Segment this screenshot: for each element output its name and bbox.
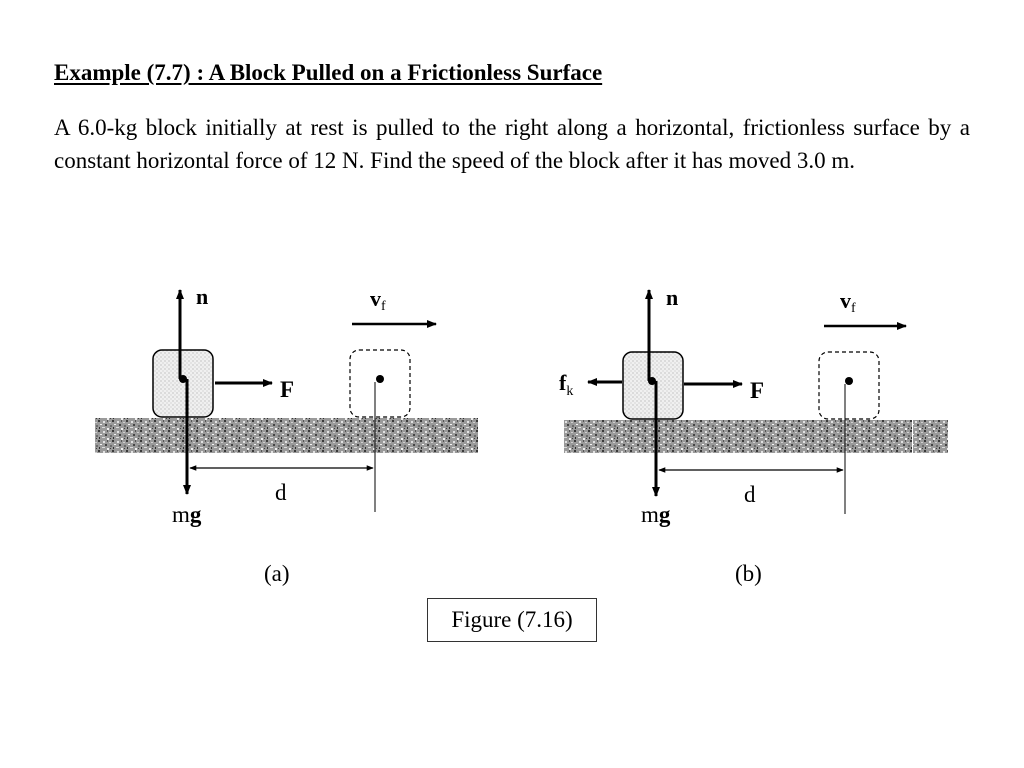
panel-b: n F fk vf d mg (b) bbox=[559, 285, 948, 586]
panel-a: n F vf d mg (a) bbox=[95, 284, 478, 586]
ground-b bbox=[564, 420, 912, 453]
figure-caption: Figure (7.16) bbox=[427, 598, 597, 642]
ground-b-end bbox=[913, 420, 948, 453]
panel-label-b: (b) bbox=[735, 561, 762, 586]
normal-force-label-b: n bbox=[666, 285, 678, 310]
applied-force-label-b: F bbox=[750, 378, 764, 403]
velocity-label-b: vf bbox=[840, 288, 856, 316]
block-b bbox=[622, 351, 684, 420]
center-dot-final-a bbox=[376, 375, 384, 383]
panel-label-a: (a) bbox=[264, 561, 290, 586]
weight-label-b: mg bbox=[641, 502, 671, 527]
ground-a bbox=[95, 418, 478, 453]
normal-force-label-a: n bbox=[196, 284, 208, 309]
example-title: Example (7.7) : A Block Pulled on a Fric… bbox=[54, 60, 603, 85]
problem-statement: A 6.0-kg block initially at rest is pull… bbox=[54, 115, 970, 173]
block-final-b bbox=[818, 351, 880, 420]
block-final-a bbox=[349, 349, 411, 418]
weight-label-a: mg bbox=[172, 502, 202, 527]
distance-label-a: d bbox=[275, 480, 287, 505]
velocity-label-a: vf bbox=[370, 286, 386, 314]
applied-force-label-a: F bbox=[280, 377, 294, 402]
distance-label-b: d bbox=[744, 482, 756, 507]
block-a bbox=[152, 349, 214, 418]
center-dot-final-b bbox=[845, 377, 853, 385]
friction-label-b: fk bbox=[559, 370, 573, 399]
